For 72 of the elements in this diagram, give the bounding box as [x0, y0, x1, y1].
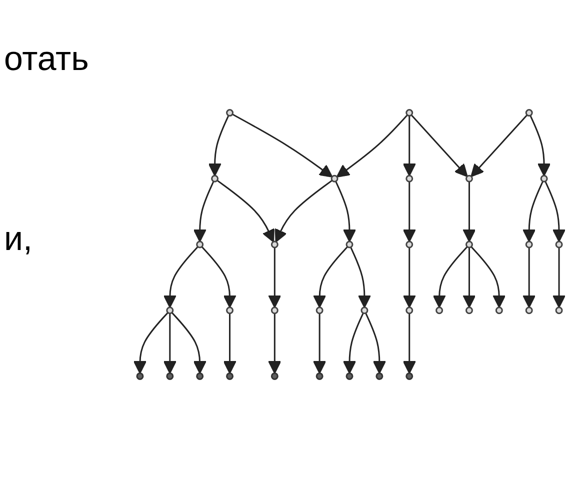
node-circle	[196, 372, 204, 380]
node-circle	[525, 109, 533, 117]
node-circle	[346, 240, 354, 248]
node-circle	[466, 240, 473, 248]
node-circle	[540, 174, 548, 182]
node-circle	[436, 306, 444, 314]
node-circle	[406, 109, 414, 117]
arrow	[133, 312, 168, 374]
node-circle	[136, 372, 144, 380]
arrow	[462, 248, 476, 308]
node-circle	[555, 306, 563, 314]
node-circle	[406, 240, 414, 248]
arrow	[552, 248, 566, 308]
node-circle	[226, 306, 234, 314]
arrow	[163, 313, 176, 374]
arrow	[410, 114, 468, 178]
node-circle	[166, 306, 174, 314]
node-circle	[406, 372, 414, 380]
node-circle	[406, 174, 414, 182]
node-circle	[466, 306, 473, 314]
node-circle	[346, 372, 354, 380]
node-circle	[360, 306, 368, 314]
arrow	[522, 181, 544, 242]
node-circle	[270, 372, 278, 380]
arrow	[365, 312, 386, 374]
node-circle	[270, 306, 278, 314]
arrow	[544, 181, 566, 242]
arrow	[530, 115, 551, 176]
arrow	[208, 115, 230, 176]
arrow	[312, 246, 348, 308]
arrow	[470, 246, 506, 308]
node-circle	[525, 240, 533, 248]
text-fragment: отать	[4, 40, 89, 79]
text-fragment: и,	[4, 220, 32, 259]
arrow	[193, 181, 214, 242]
node-circle	[495, 306, 503, 314]
node-circle	[196, 240, 204, 248]
arrow	[312, 313, 326, 374]
arrow	[163, 246, 198, 308]
arrow	[336, 114, 408, 178]
arrow	[223, 313, 236, 374]
node-circle	[330, 174, 338, 182]
arrow	[350, 246, 372, 308]
arrow	[470, 114, 528, 178]
node-circle	[316, 306, 324, 314]
node-circle	[166, 372, 174, 380]
arrow	[402, 182, 416, 242]
arrow	[268, 313, 282, 374]
node-circle	[316, 372, 324, 380]
arrow	[216, 180, 275, 242]
arrow	[274, 180, 333, 242]
arrow	[201, 246, 236, 308]
node-circle	[376, 372, 384, 380]
arrow	[335, 181, 356, 242]
arrow	[522, 248, 536, 308]
arrow	[171, 312, 206, 374]
arrow	[402, 313, 416, 374]
node-circle	[406, 306, 414, 314]
node-circle	[270, 240, 278, 248]
node-circle	[226, 109, 234, 117]
node-circle	[211, 174, 219, 182]
arrow	[462, 182, 476, 242]
arrow	[232, 114, 333, 178]
node-circle	[466, 174, 473, 182]
arrow	[402, 116, 416, 176]
arrow	[268, 248, 282, 308]
node-circle	[525, 306, 533, 314]
arrow	[342, 312, 364, 374]
node-circle	[555, 240, 563, 248]
node-circle	[226, 372, 234, 380]
arrow	[432, 246, 468, 308]
arrow	[402, 248, 416, 308]
